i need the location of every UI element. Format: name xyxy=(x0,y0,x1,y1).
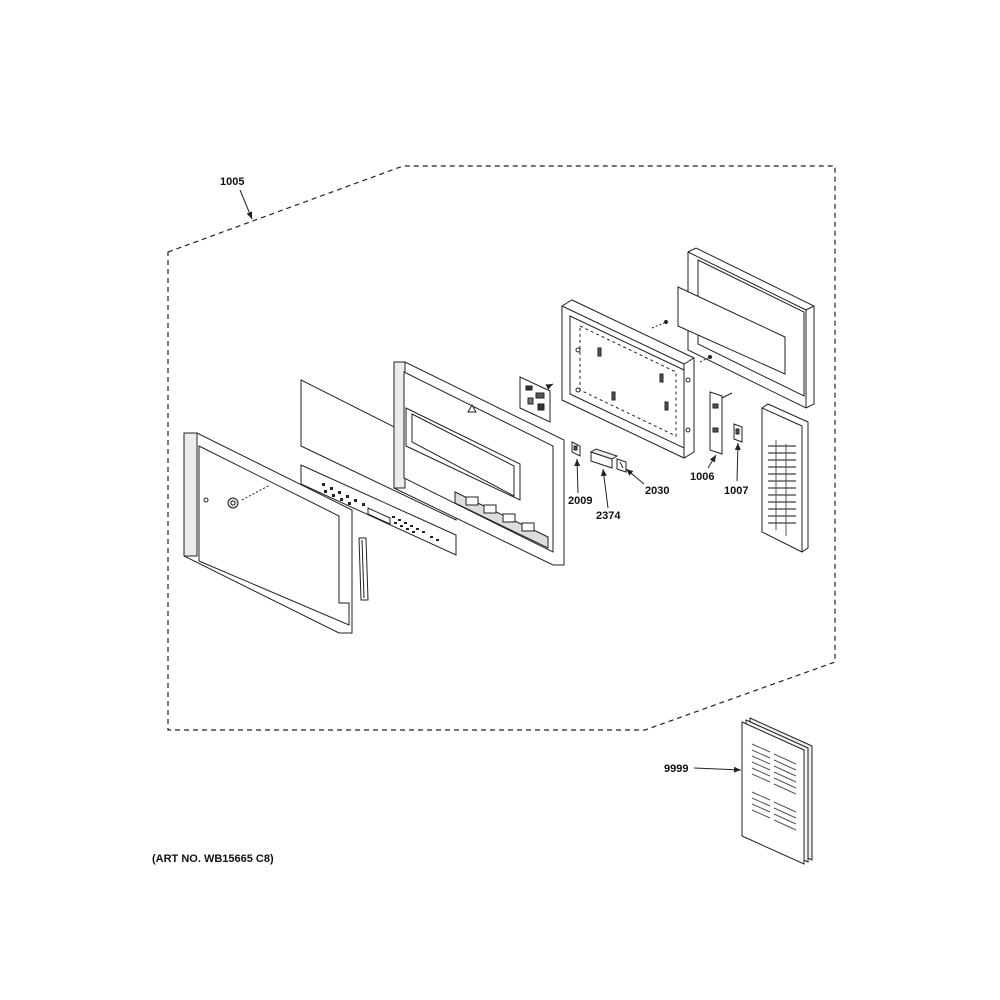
door-trim-strip xyxy=(358,537,369,601)
door-frame xyxy=(183,432,353,634)
callout-1006: 1006 xyxy=(690,471,714,483)
small-part xyxy=(616,458,627,473)
callout-1007: 1007 xyxy=(724,485,748,497)
callout-2374: 2374 xyxy=(596,510,621,522)
leader-lines xyxy=(239,189,742,773)
switch-part xyxy=(571,441,581,457)
bracket-left xyxy=(709,391,733,455)
art-number: (ART NO. WB15665 C8) xyxy=(152,853,274,865)
outer-door-panel xyxy=(393,361,565,566)
control-board xyxy=(519,376,554,423)
screws xyxy=(651,320,712,363)
sensor-board-part xyxy=(589,448,619,469)
callout-2009: 2009 xyxy=(568,495,592,507)
callout-9999: 9999 xyxy=(664,763,688,775)
control-panel xyxy=(300,464,457,556)
window-glass xyxy=(677,286,786,375)
callout-2030: 2030 xyxy=(645,485,669,497)
owner-manual xyxy=(741,717,813,865)
inner-door-frame xyxy=(561,299,695,459)
side-cover xyxy=(761,403,809,553)
bracket-right xyxy=(733,423,743,443)
kit-boundary xyxy=(167,165,836,731)
callout-1005: 1005 xyxy=(220,176,244,188)
